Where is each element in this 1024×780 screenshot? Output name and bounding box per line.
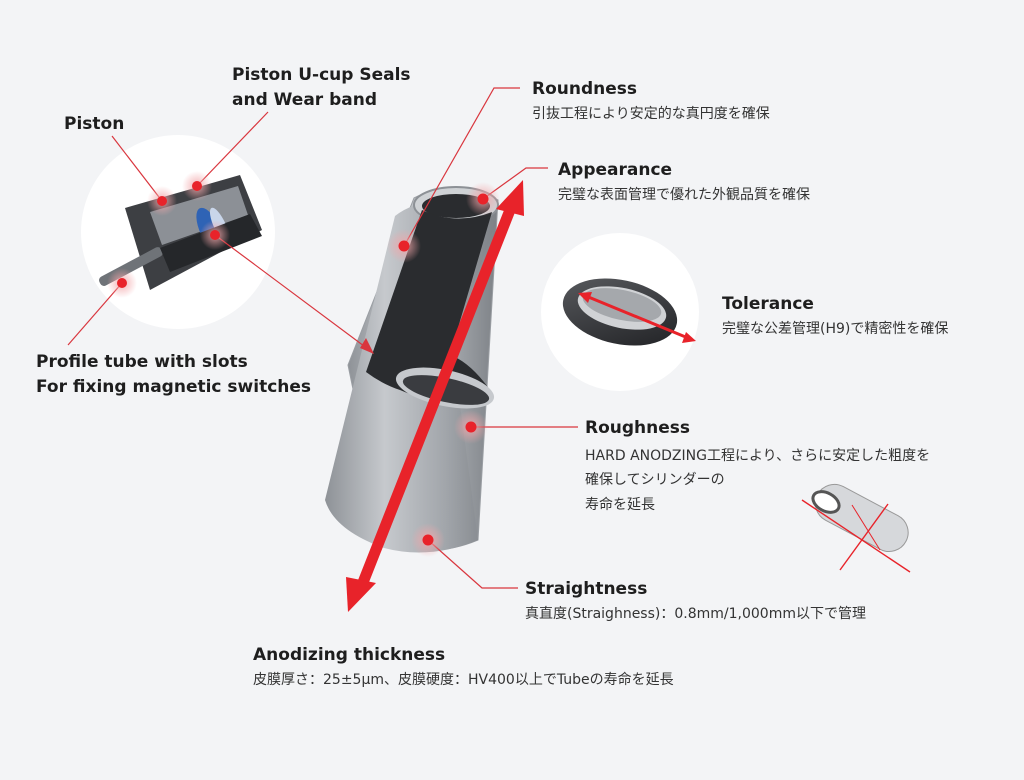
- piston-title: Piston: [64, 114, 125, 134]
- main-tube: [325, 186, 499, 553]
- seals-label: Piston U-cup Seals and Wear band: [232, 63, 411, 112]
- marker-dots: [107, 171, 500, 557]
- seals-line-1: Piston U-cup Seals: [232, 65, 411, 85]
- profile-tube-label: Profile tube with slots For fixing magne…: [36, 350, 311, 399]
- tolerance-detail: [541, 233, 699, 391]
- callout-appearance: Appearance 完璧な表面管理で優れた外観品質を確保: [558, 159, 810, 205]
- tolerance-desc: 完璧な公差管理(H9)で精密性を確保: [722, 320, 949, 337]
- roughness-detail: [801, 483, 911, 573]
- roundness-title: Roundness: [532, 79, 638, 99]
- anodizing-title: Anodizing thickness: [253, 645, 446, 665]
- callout-tolerance: Tolerance 完璧な公差管理(H9)で精密性を確保: [722, 293, 948, 339]
- leader-arrowhead: [360, 338, 374, 354]
- roughness-desc: HARD ANODZING工程により、さらに安定した粗度を 確保してシリンダーの…: [585, 447, 931, 513]
- anodizing-arrow: [346, 180, 524, 612]
- straightness-desc: 真直度(Straighness)：0.8mm/1,000mm以下で管理: [525, 605, 866, 622]
- seals-line-2: and Wear band: [232, 89, 378, 110]
- callout-roundness: Roundness 引抜工程により安定的な真円度を確保: [532, 78, 770, 124]
- straightness-title: Straightness: [525, 579, 648, 599]
- appearance-desc: 完璧な表面管理で優れた外観品質を確保: [558, 186, 810, 203]
- profile-line-2: For fixing magnetic switches: [36, 376, 312, 397]
- callout-anodizing: Anodizing thickness 皮膜厚さ：25±5μm、皮膜硬度：HV4…: [253, 644, 674, 690]
- piston-detail: [81, 135, 275, 329]
- profile-line-1: Profile tube with slots: [36, 352, 248, 372]
- roughness-title: Roughness: [585, 418, 691, 438]
- anodizing-desc: 皮膜厚さ：25±5μm、皮膜硬度：HV400以上でTubeの寿命を延長: [253, 671, 674, 688]
- callout-straightness: Straightness 真直度(Straighness)：0.8mm/1,00…: [525, 578, 866, 624]
- callout-roughness: Roughness HARD ANODZING工程により、さらに安定した粗度を …: [585, 417, 930, 517]
- appearance-title: Appearance: [558, 160, 673, 180]
- tolerance-title: Tolerance: [722, 294, 814, 314]
- roundness-desc: 引抜工程により安定的な真円度を確保: [532, 105, 770, 122]
- piston-label: Piston: [64, 113, 124, 137]
